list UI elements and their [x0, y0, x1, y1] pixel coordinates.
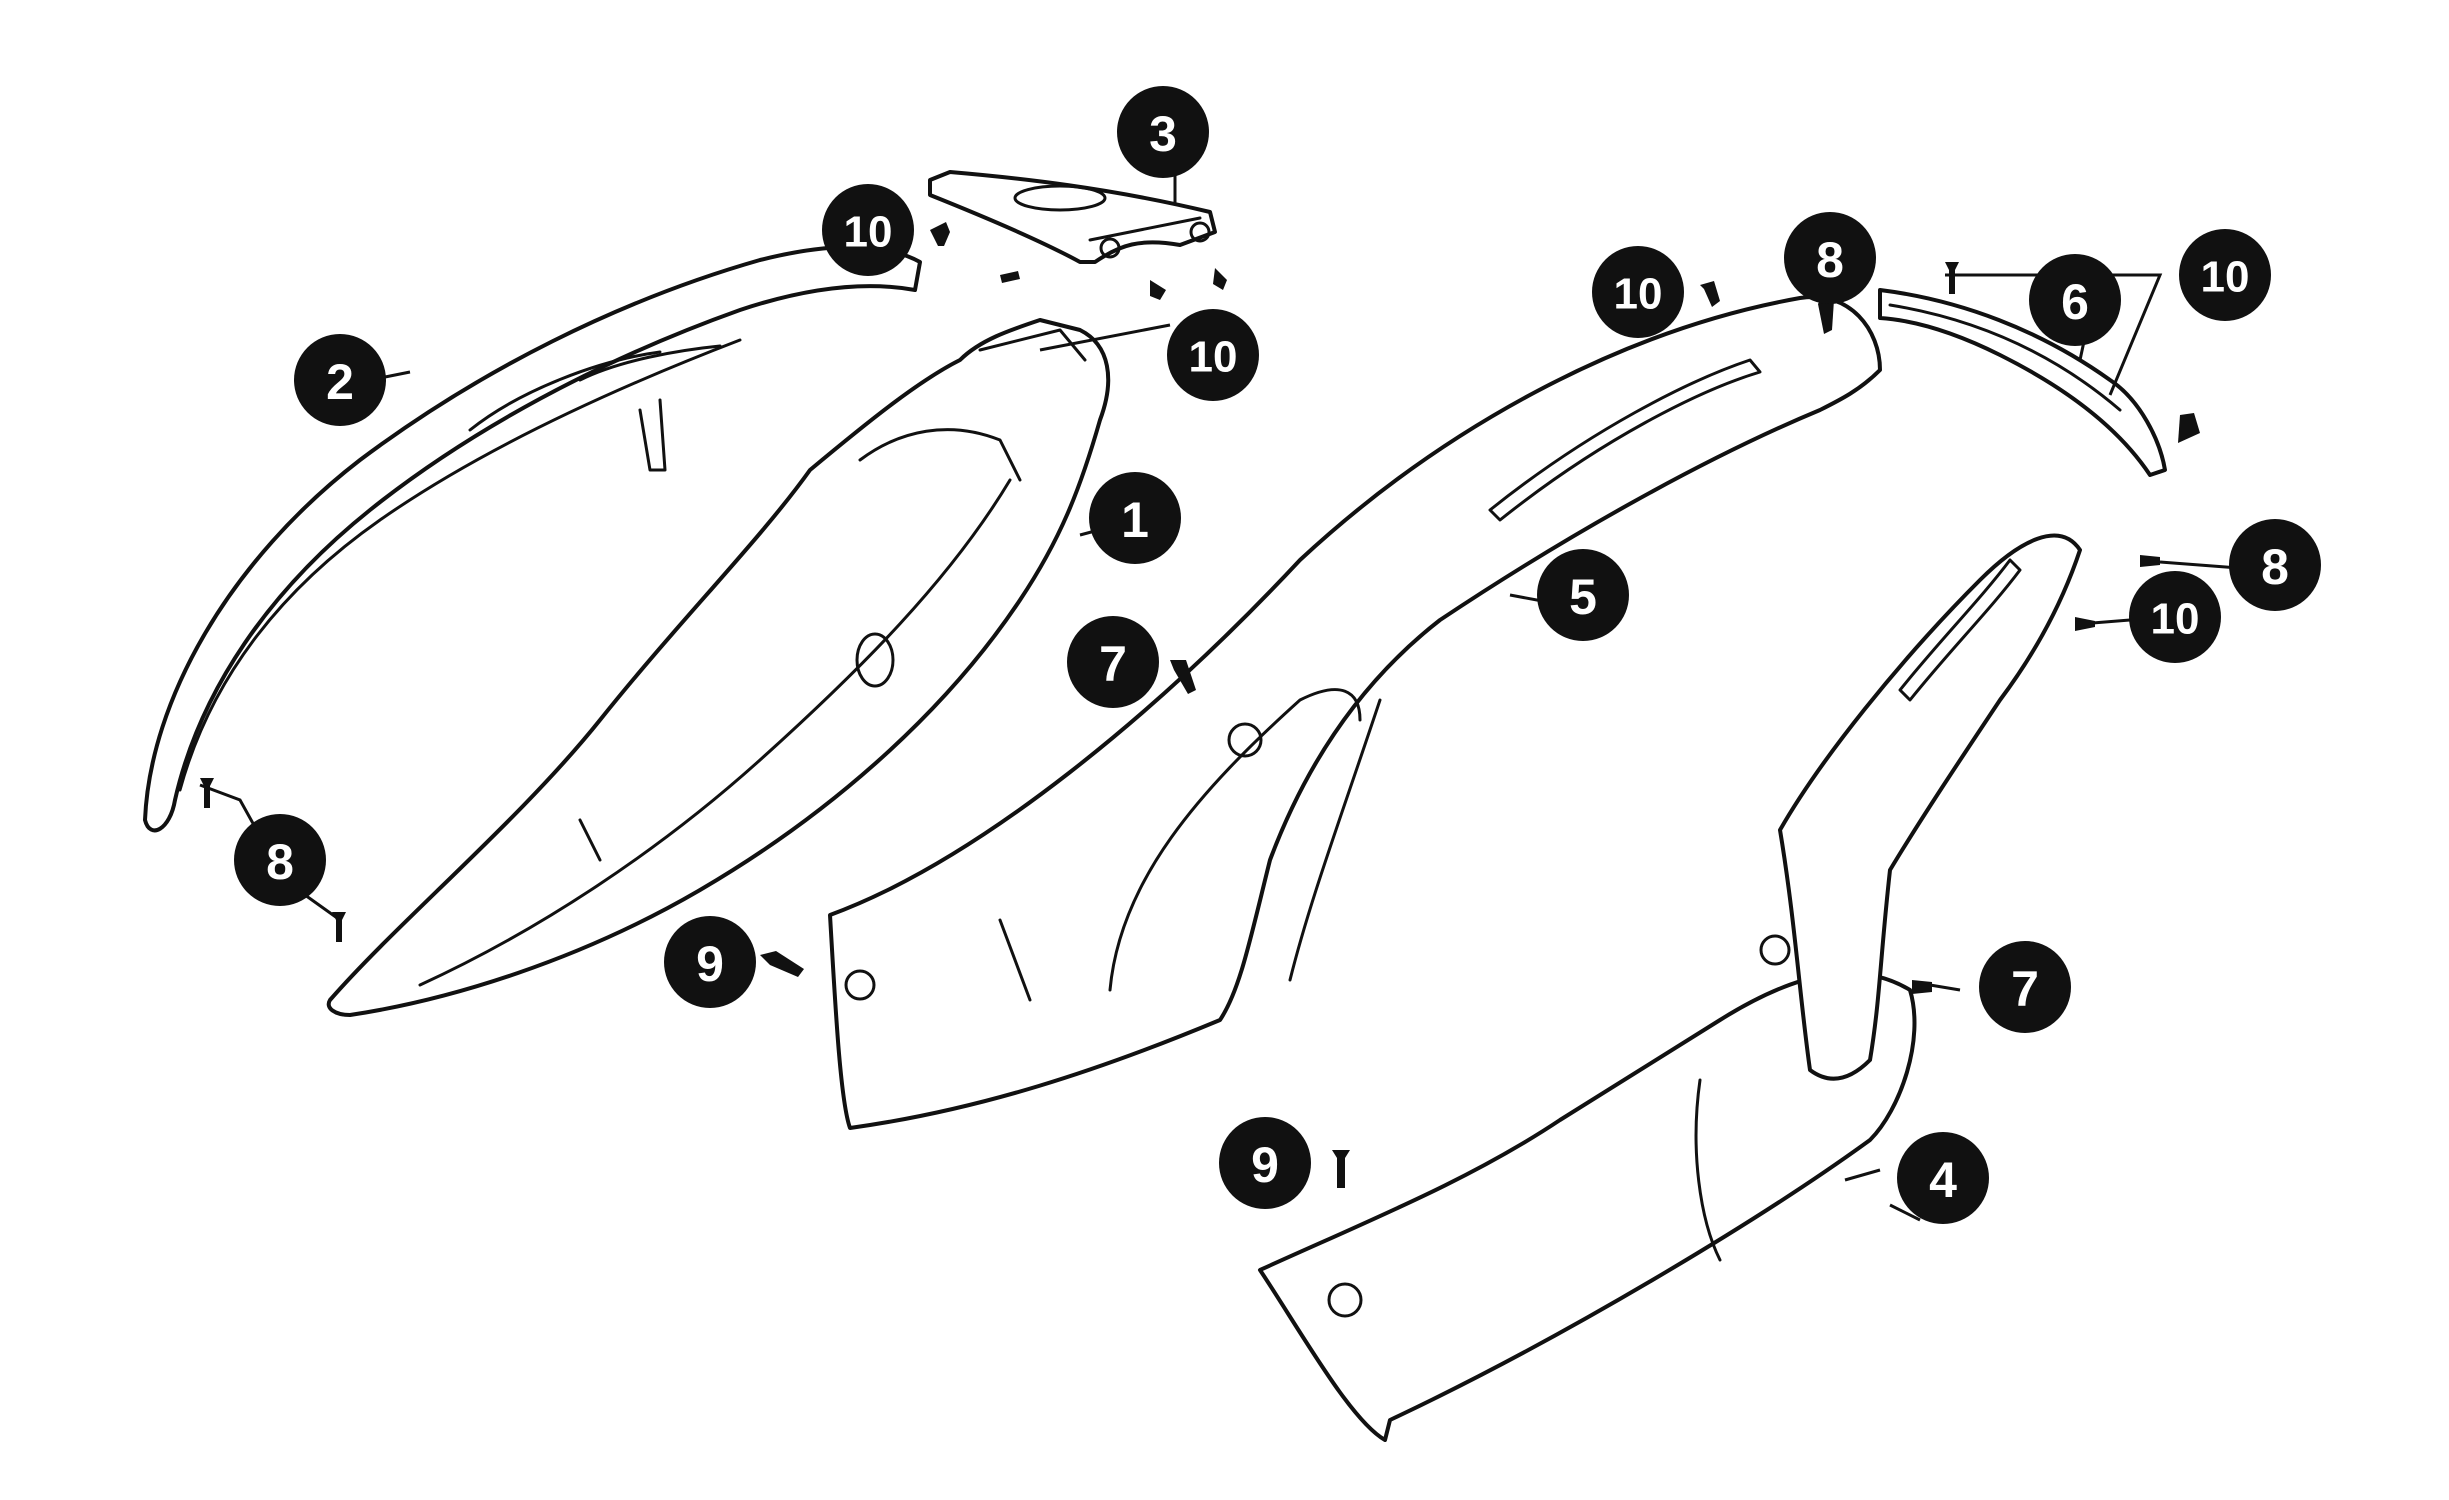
callout-9-left: 9 — [664, 916, 756, 1008]
callout-7-left: 7 — [1067, 616, 1159, 708]
screw-icon — [930, 222, 950, 246]
screw-icon — [2075, 617, 2095, 631]
callout-8-left: 8 — [234, 814, 326, 906]
svg-text:7: 7 — [2011, 961, 2039, 1017]
svg-text:4: 4 — [1929, 1152, 1957, 1208]
svg-text:8: 8 — [1816, 232, 1844, 288]
svg-text:2: 2 — [326, 354, 354, 410]
callout-10-top-center: 10 — [1167, 309, 1259, 401]
callout-5: 5 — [1537, 549, 1629, 641]
svg-text:9: 9 — [1251, 1137, 1279, 1193]
part-6-right-strip — [1878, 288, 2167, 477]
screw-icon — [1818, 300, 1834, 334]
part-4-right-lower-panel — [1258, 533, 2082, 1442]
svg-text:7: 7 — [1099, 636, 1127, 692]
svg-text:8: 8 — [2261, 539, 2289, 595]
callout-2: 2 — [294, 334, 386, 426]
callout-7-right: 7 — [1979, 941, 2071, 1033]
svg-text:9: 9 — [696, 936, 724, 992]
screw-icon — [1945, 262, 1959, 294]
fasteners — [200, 222, 2200, 1188]
svg-text:3: 3 — [1149, 106, 1177, 162]
callout-4: 4 — [1897, 1132, 1989, 1224]
screw-icon — [332, 912, 346, 942]
part-2-upper-rail — [143, 245, 922, 833]
svg-text:8: 8 — [266, 834, 294, 890]
screw-icon — [1332, 1150, 1350, 1188]
part-3-top-cover — [928, 170, 1217, 264]
callout-6: 6 — [2029, 254, 2121, 346]
screw-icon — [1170, 660, 1196, 694]
screw-icon — [1000, 271, 1020, 283]
screw-icon — [1912, 980, 1932, 994]
part-5-center-side-panel — [828, 294, 1882, 1130]
callout-10-top-left: 10 — [822, 184, 914, 276]
svg-text:10: 10 — [1189, 333, 1238, 382]
svg-text:10: 10 — [1614, 270, 1663, 319]
svg-text:6: 6 — [2061, 274, 2089, 330]
screw-icon — [2178, 413, 2200, 443]
svg-text:1: 1 — [1121, 492, 1149, 548]
screw-icon — [2140, 555, 2160, 567]
screw-icon — [760, 951, 804, 977]
callout-8-right: 8 — [2229, 519, 2321, 611]
screw-icon — [1700, 281, 1720, 307]
svg-text:10: 10 — [2201, 253, 2250, 302]
svg-text:5: 5 — [1569, 569, 1597, 625]
callout-3: 3 — [1117, 86, 1209, 178]
callout-1: 1 — [1089, 472, 1181, 564]
callout-10-right: 10 — [2129, 571, 2221, 663]
screw-icon — [1150, 280, 1166, 300]
screw-icon — [200, 778, 214, 808]
svg-text:10: 10 — [844, 208, 893, 257]
callout-9-right: 9 — [1219, 1117, 1311, 1209]
part-1-left-side-panel — [326, 318, 1111, 1017]
screw-icon — [1213, 268, 1227, 290]
svg-text:10: 10 — [2151, 595, 2200, 644]
callout-8-top: 8 — [1784, 212, 1876, 304]
callout-10-top-right: 10 — [2179, 229, 2271, 321]
callout-10-center-right: 10 — [1592, 246, 1684, 338]
